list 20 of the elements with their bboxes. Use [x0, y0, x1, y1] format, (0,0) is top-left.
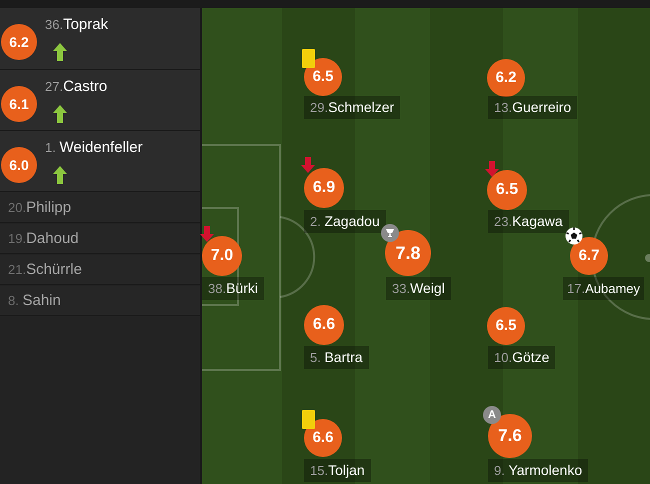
rating-circle: 6.0 — [1, 147, 37, 183]
player-name: 27.Castro — [45, 78, 108, 96]
substitute-row — [0, 70, 200, 131]
player-name-label: 17.Aubamey — [563, 277, 644, 300]
player-name-label: 38.Bürki — [202, 277, 264, 300]
player-name: 1. Weidenfeller — [45, 139, 143, 157]
player-name-label: 2. Zagadou — [304, 210, 386, 233]
rating-circle: 6.2 — [1, 24, 37, 60]
substitute-row — [0, 131, 200, 192]
player-name-label: 9. Yarmolenko — [488, 459, 588, 482]
player-name-label: 10.Götze — [488, 346, 556, 369]
player-name-label: 33.Weigl — [386, 277, 451, 300]
player-name-label: 23.Kagawa — [488, 210, 569, 233]
player-name-label: 29.Schmelzer — [304, 96, 400, 119]
player-name-label: 13.Guerreiro — [488, 96, 578, 119]
player-name-label: 15.Toljan — [304, 459, 371, 482]
rating-circle: 6.1 — [1, 86, 37, 122]
player-name: 36.Toprak — [45, 16, 108, 34]
player-name-label: 5. Bartra — [304, 346, 369, 369]
substitute-row — [0, 8, 200, 70]
